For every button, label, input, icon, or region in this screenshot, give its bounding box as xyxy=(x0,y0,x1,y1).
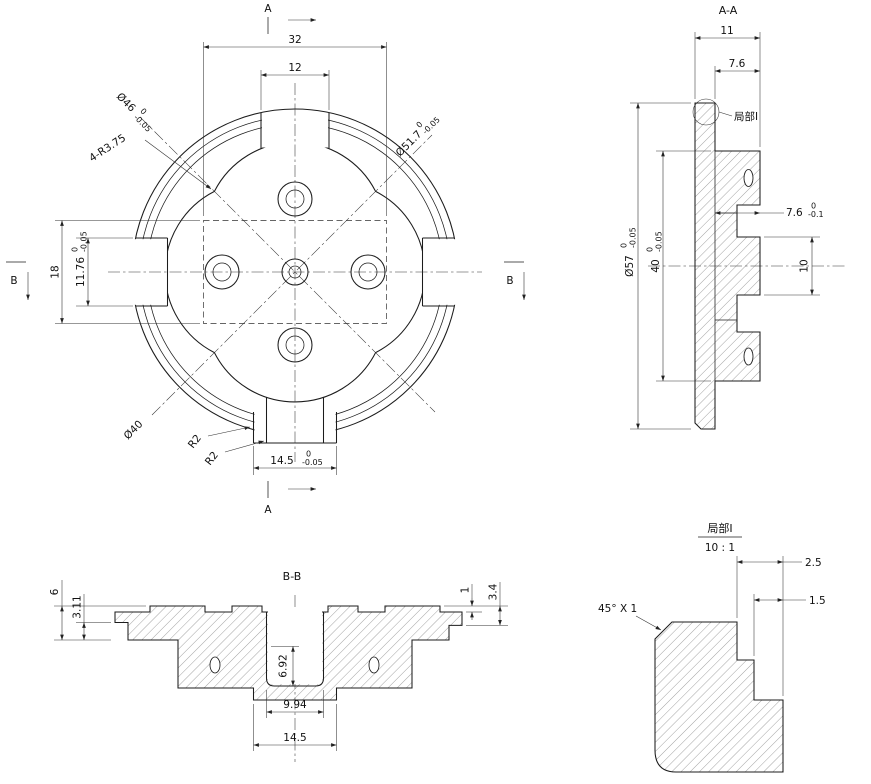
dim-12: 12 xyxy=(260,62,330,110)
dim-aa-d57-tol-upper: 0 xyxy=(620,243,629,248)
dim-14-5-tol-upper: 0 xyxy=(306,450,311,459)
dim-11-76-tol-upper: 0 xyxy=(71,247,80,252)
dim-11-76-value: 11.76 xyxy=(75,257,87,287)
dim-bb-14-5-label: 14.5 xyxy=(283,732,306,744)
dim-aa-7-6: 7.6 0 -0.1 xyxy=(715,202,824,219)
dim-fillets: 4-R3.75 xyxy=(87,132,212,190)
dim-11-76-tol-lower: -0.05 xyxy=(80,231,89,252)
dim-fillets-label: 4-R3.75 xyxy=(87,132,128,164)
dim-18: 18 xyxy=(50,220,200,324)
section-aa-geometry xyxy=(694,102,761,430)
dim-aa-10: 10 xyxy=(764,236,820,296)
section-marker-a-top: A xyxy=(264,3,316,34)
dim-detail-chamfer: 45° X 1 xyxy=(598,603,662,631)
dim-aa-7-6-top-label: 7.6 xyxy=(729,58,746,70)
dim-aa-7-6-top: 7.6 xyxy=(714,58,760,99)
dim-bb-6: 6 xyxy=(49,580,146,641)
section-aa-view: A-A 局部I 11 7.6 Ø57 0 -0.05 xyxy=(620,4,845,430)
dim-d46-value: Ø46 xyxy=(114,91,138,115)
dim-d46-tol-lower: -0.05 xyxy=(132,113,153,134)
dim-aa-40-tol-upper: 0 xyxy=(646,247,655,252)
dim-bb-6-label: 6 xyxy=(49,588,61,595)
dim-r2-b-label: R2 xyxy=(203,449,221,467)
dim-d51-7-tol-upper: 0 xyxy=(414,120,424,130)
dim-aa-7-6-tol-upper: 0 xyxy=(811,202,816,211)
detail-geometry xyxy=(654,621,784,773)
section-marker-b-right: B xyxy=(504,261,526,300)
dim-11-76: 11.76 0 -0.05 xyxy=(71,231,133,307)
dim-14-5-value: 14.5 xyxy=(270,455,293,467)
detail-view: 局部I 10 : 1 2.5 1.5 45° X 1 xyxy=(598,521,826,773)
detail-title-block: 局部I 10 : 1 xyxy=(698,521,742,554)
dim-32: 32 xyxy=(203,34,387,216)
front-part-geometry xyxy=(108,83,482,462)
section-label-b-right: B xyxy=(506,275,513,287)
dim-aa-d57: Ø57 0 -0.05 xyxy=(620,102,691,430)
section-bb-title: B-B xyxy=(283,570,302,583)
dim-bb-3-4-label: 3.4 xyxy=(488,583,500,600)
dim-d40: Ø40 xyxy=(122,418,146,442)
detail-title: 局部I xyxy=(707,521,732,535)
dim-bb-9-94-label: 9.94 xyxy=(283,699,307,711)
dim-r2-a-label: R2 xyxy=(186,432,204,450)
dim-bb-3-11-label: 3.11 xyxy=(72,595,84,618)
front-view: A A B B 32 12 18 xyxy=(6,3,526,516)
dim-18-label: 18 xyxy=(50,265,62,278)
dim-d46-tol-upper: 0 xyxy=(138,107,148,117)
dim-32-label: 32 xyxy=(288,34,301,46)
section-label-b-left: B xyxy=(10,275,17,287)
section-bb-view: B-B 6 3.11 1 xyxy=(49,570,508,762)
section-bb-geometry xyxy=(114,605,463,701)
dim-bb-3-4: 3.4 xyxy=(466,582,508,626)
dim-detail-chamfer-label: 45° X 1 xyxy=(598,603,637,615)
dim-bb-6-92: 6.92 xyxy=(271,646,299,686)
dim-detail-1-5: 1.5 xyxy=(753,594,826,656)
dim-aa-11-label: 11 xyxy=(720,25,733,37)
dim-bb-9-94: 9.94 xyxy=(266,690,324,718)
dim-aa-d57-value: Ø57 xyxy=(624,255,636,277)
dim-aa-40-tol-lower: -0.05 xyxy=(655,231,664,252)
section-marker-b-left: B xyxy=(6,261,30,300)
dim-aa-40-value: 40 xyxy=(650,259,662,272)
dim-bb-6-92-label: 6.92 xyxy=(278,654,290,677)
dim-aa-d57-tol-lower: -0.05 xyxy=(629,227,638,248)
section-marker-a-bottom: A xyxy=(264,481,316,516)
dim-detail-1-5-label: 1.5 xyxy=(809,595,826,607)
detail-scale: 10 : 1 xyxy=(705,542,735,554)
dim-14-5-tol-lower: -0.05 xyxy=(302,458,323,467)
dim-14-5: 14.5 0 -0.05 xyxy=(253,446,337,475)
section-label-a-top: A xyxy=(264,3,272,15)
dim-r2-b: R2 xyxy=(203,440,265,468)
detail-callout-label: 局部I xyxy=(734,110,758,123)
dim-d51-7: Ø51.7 0 -0.05 xyxy=(394,115,442,159)
dim-12-label: 12 xyxy=(288,62,301,74)
dim-aa-40: 40 0 -0.05 xyxy=(646,150,711,382)
detail-callout: 局部I xyxy=(692,98,758,126)
dim-detail-2-5-label: 2.5 xyxy=(805,557,822,569)
dim-d46: Ø46 0 -0.05 xyxy=(114,91,153,134)
dim-bb-14-5: 14.5 xyxy=(253,704,337,751)
dim-bb-3-11: 3.11 xyxy=(72,594,111,640)
dim-bb-1-label: 1 xyxy=(460,587,472,594)
section-label-a-bottom: A xyxy=(264,504,272,516)
section-aa-title: A-A xyxy=(719,4,738,17)
dim-aa-11: 11 xyxy=(694,25,761,147)
dim-bb-1: 1 xyxy=(444,584,508,620)
dim-d51-7-value: Ø51.7 xyxy=(394,128,425,159)
dim-r2-a: R2 xyxy=(186,426,251,451)
dim-aa-10-label: 10 xyxy=(799,259,811,272)
dim-detail-2-5: 2.5 xyxy=(736,556,822,696)
dim-d51-7-tol-lower: -0.05 xyxy=(421,115,442,136)
dim-aa-7-6-tol-lower: -0.1 xyxy=(808,210,824,219)
dim-d40-label: Ø40 xyxy=(122,418,146,442)
dim-aa-7-6-value: 7.6 xyxy=(786,207,803,219)
